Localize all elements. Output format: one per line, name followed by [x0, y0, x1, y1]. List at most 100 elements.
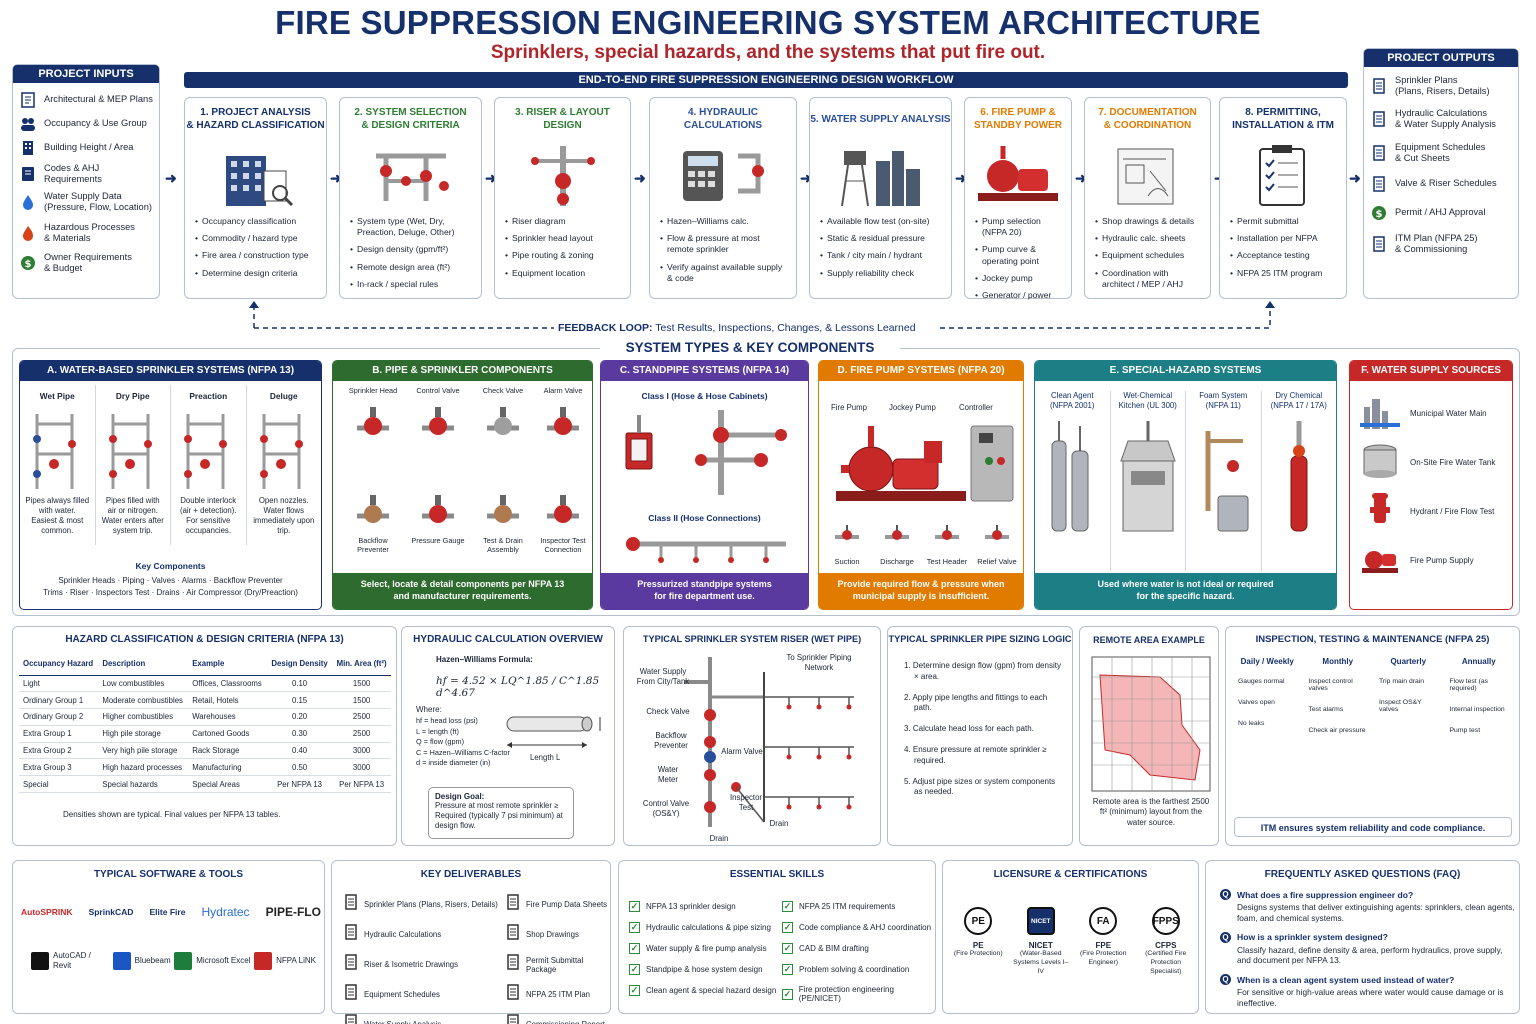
workflow-step-title: 1. PROJECT ANALYSIS & HAZARD CLASSIFICAT… [186, 107, 325, 131]
pipe-fitting-icon [883, 523, 911, 552]
table-cell: 0.15 [266, 691, 333, 710]
code-book-icon [19, 165, 37, 183]
output-item-label: Sprinkler Plans (Plans, Risers, Details) [1395, 75, 1490, 97]
table-cell: Moderate combustibles [98, 691, 189, 710]
workflow-step-item: Pump selection (NFPA 20) [975, 216, 1063, 238]
pipe-component-label: Backflow Preventer [357, 536, 389, 554]
output-item-label: Equipment Schedules & Cut Sheets [1395, 141, 1486, 163]
workflow-step-item: Supply reliability check [820, 268, 943, 279]
skill-item: ✓Water supply & fire pump analysis [629, 943, 781, 954]
workflow-step-title: 7. DOCUMENTATION & COORDINATION [1098, 107, 1197, 131]
itm-task: No leaks [1238, 720, 1265, 727]
input-item-label: Architectural & MEP Plans [44, 94, 153, 105]
deliverable-item: Water Supply Analysis [342, 1013, 502, 1024]
system-type-illustration [20, 401, 95, 496]
water-source-icon [1360, 393, 1404, 434]
special-hazard-illustration [1186, 411, 1261, 546]
software-title: TYPICAL SOFTWARE & TOOLS [93, 869, 244, 880]
blueprint-icon [19, 91, 37, 109]
table-cell: Manufacturing [188, 758, 267, 777]
workflow-step-item: Available flow test (on-site) [820, 216, 943, 227]
skill-item: ✓Hydraulic calculations & pipe sizing [629, 922, 781, 933]
special-hazard-system: Wet-Chemical Kitchen (UL 300) [1111, 391, 1186, 571]
table-cell: Ordinary Group 1 [19, 691, 99, 710]
special-hazard-system-label: Dry Chemical (NFPA 17 / 17A) [1270, 391, 1327, 411]
input-item-label: Occupancy & Use Group [44, 118, 147, 129]
design-goal-title: Design Goal: [435, 792, 485, 801]
project-outputs-header: PROJECT OUTPUTS [1364, 49, 1518, 67]
pipe-fitting-icon [933, 523, 961, 552]
valve-sheet-icon [1370, 175, 1388, 193]
certification-name: CFPS [1155, 941, 1177, 950]
itm-frequency-name: Daily / Weekly [1240, 657, 1294, 666]
hazard-classification-panel: HAZARD CLASSIFICATION & DESIGN CRITERIA … [12, 626, 397, 846]
sizing-step: 4. Ensure pressure at remote sprinkler ≥… [904, 744, 1047, 765]
sizing-step: 2. Apply pipe lengths and fittings to ea… [904, 692, 1048, 713]
document-icon [504, 1013, 519, 1024]
workflow-step-item: Occupancy classification [195, 216, 318, 227]
sprinkler-systems-card: A. WATER-BASED SPRINKLER SYSTEMS (NFPA 1… [19, 360, 322, 610]
deliverable-label: Equipment Schedules [364, 990, 440, 999]
question-icon: Q [1220, 931, 1231, 943]
workflow-step-list: Pump selection (NFPA 20)Pump curve & ope… [965, 216, 1071, 301]
deliverable-label: Riser & Isometric Drawings [364, 960, 459, 969]
table-cell: Low combustibles [98, 675, 189, 693]
badge-text: NICET [1031, 917, 1051, 925]
faq-answer: Designs systems that deliver extinguishi… [1237, 902, 1515, 923]
workflow-step-item: Pipe routing & zoning [505, 250, 622, 261]
pipe-length-illustration [506, 716, 601, 748]
pipe-component-label: Inspector Test Connection [540, 536, 586, 554]
fire-pump-component-label: Jockey Pump [889, 403, 936, 412]
table-cell: Offices, Classrooms [188, 675, 267, 693]
workflow-arrow-icon: ➜ [800, 170, 812, 186]
sizing-step: 1. Determine design flow (gpm) from dens… [904, 661, 1061, 681]
feedback-loop-text: Test Results, Inspections, Changes, & Le… [652, 322, 916, 334]
table-cell: High pile storage [98, 725, 189, 743]
itm-task: Flow test (as required) [1449, 678, 1489, 692]
pipe-component: Alarm Valve [533, 386, 592, 445]
water-source-icon [1360, 491, 1404, 532]
special-hazard-illustration [1035, 411, 1110, 546]
workflow-step-illustration [650, 138, 796, 214]
component-icon [408, 400, 468, 445]
deliverables-title: KEY DELIVERABLES [420, 869, 522, 880]
table-cell: 1500 [332, 675, 391, 693]
skill-label: Fire protection engineering (PE/NICET) [798, 985, 894, 1003]
skills-title: ESSENTIAL SKILLS [729, 869, 825, 880]
length-label: Length L [530, 753, 561, 762]
component-icon [473, 487, 533, 532]
workflow-step-item: Equipment location [505, 268, 622, 279]
skill-label: NFPA 25 ITM requirements [799, 902, 896, 911]
skill-label: Hydraulic calculations & pipe sizing [646, 923, 771, 932]
table-cell: Light [19, 675, 99, 693]
certification-desc: (Water-Based Systems Levels I–IV [1013, 950, 1069, 975]
pipe-component: Check Valve [473, 386, 533, 445]
component-icon [408, 487, 468, 532]
itm-frequency-name: Monthly [1322, 657, 1354, 666]
skill-label: Water supply & fire pump analysis [646, 944, 767, 953]
svg-text:$: $ [25, 259, 32, 270]
hazard-icon [19, 224, 37, 242]
water-source-icon [1360, 442, 1404, 483]
standpipe-class-1-illustration [625, 410, 787, 495]
workflow-arrow-icon: ➜ [1075, 170, 1087, 186]
input-item-label: Codes & AHJ Requirements [44, 163, 102, 185]
system-type-description: Open nozzles. Water flows immediately up… [253, 496, 315, 536]
workflow-step-item: Flow & pressure at most remote sprinkler [660, 233, 788, 255]
itm-task: Pump test [1449, 727, 1481, 734]
workflow-step-item: Jockey pump [975, 273, 1063, 284]
workflow-step-8: 8. PERMITTING, INSTALLATION & ITMPermit … [1219, 97, 1347, 299]
output-item: ITM Plan (NFPA 25) & Commissioning [1370, 233, 1512, 255]
skill-item: ✓Standpipe & hose system design [629, 964, 781, 975]
table-cell: 2500 [332, 708, 391, 726]
workflow-step-item: Verify against available supply & code [660, 262, 788, 284]
workflow-arrow-icon: ➜ [485, 170, 497, 186]
